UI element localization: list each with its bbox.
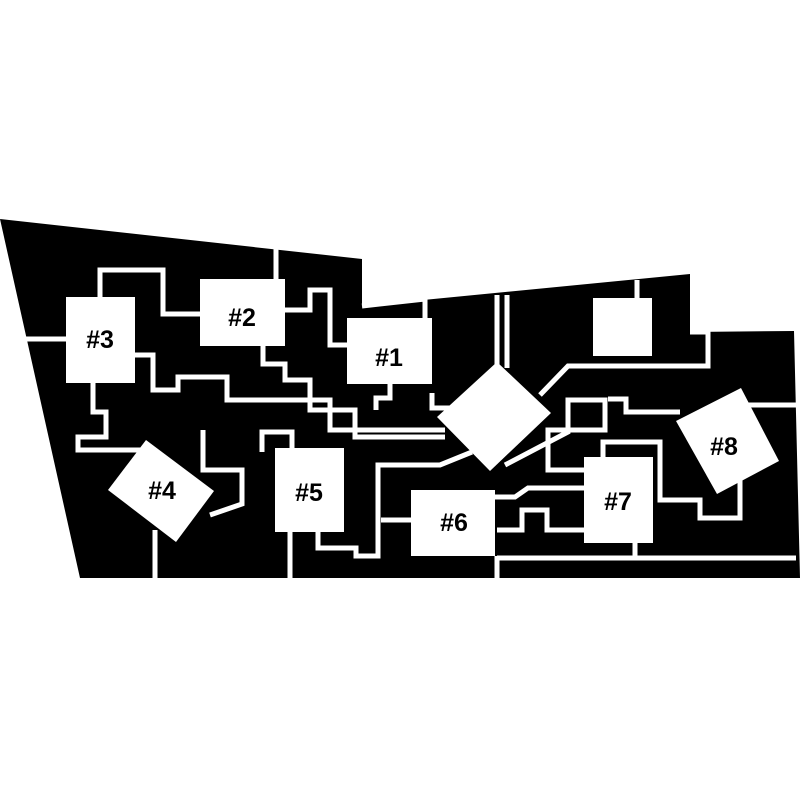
box-diamond bbox=[437, 362, 551, 471]
label-1: #1 bbox=[375, 344, 403, 372]
label-5: #5 bbox=[295, 479, 323, 507]
label-4: #4 bbox=[148, 477, 176, 505]
label-2: #2 bbox=[228, 304, 256, 332]
box-8 bbox=[676, 388, 779, 494]
box-4 bbox=[108, 440, 214, 542]
box-1 bbox=[347, 318, 432, 384]
label-7: #7 bbox=[604, 488, 632, 516]
labels: #3 #2 #1 #4 #5 #6 #7 #8 bbox=[86, 304, 738, 537]
box-unlabeled bbox=[593, 298, 652, 356]
box-2 bbox=[200, 279, 285, 346]
path-lines bbox=[25, 246, 796, 578]
label-3: #3 bbox=[86, 326, 114, 354]
boxes bbox=[66, 279, 779, 556]
floor-plan-shape bbox=[0, 219, 800, 578]
box-5 bbox=[275, 448, 344, 532]
box-7 bbox=[584, 457, 653, 543]
box-3 bbox=[66, 297, 135, 383]
label-8: #8 bbox=[710, 433, 738, 461]
box-6 bbox=[411, 490, 495, 556]
label-6: #6 bbox=[440, 509, 468, 537]
